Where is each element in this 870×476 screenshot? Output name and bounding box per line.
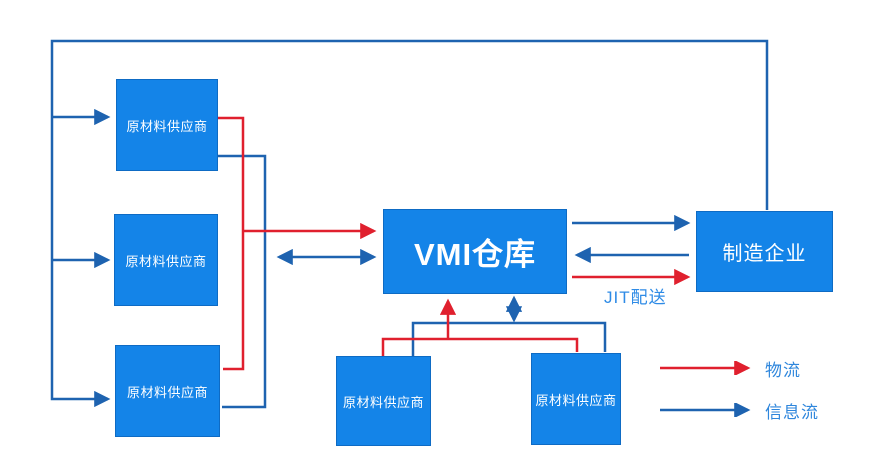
material-link-supplier1-supplier3 (218, 116, 245, 371)
legend-label: 物流 (765, 360, 801, 380)
info-link-bottom-suppliers (411, 321, 607, 356)
node-vmi-warehouse: VMI仓库 (383, 209, 567, 294)
node-label: 制造企业 (722, 243, 807, 265)
legend-item-material-flow: 物流 (658, 355, 819, 381)
legend-label: 信息流 (765, 402, 819, 422)
node-label: 原材料供应商 (342, 394, 424, 410)
legend-item-information-flow: 信息流 (658, 397, 819, 423)
node-raw-material-supplier-2: 原材料供应商 (114, 214, 218, 306)
legend: 物流 信息流 (658, 355, 819, 423)
node-label: 原材料供应商 (126, 118, 208, 134)
node-raw-material-supplier-bottom-2: 原材料供应商 (531, 353, 621, 445)
info-link-supplier1-supplier3 (218, 154, 267, 409)
jit-delivery-label: JIT配送 (604, 288, 667, 307)
node-raw-material-supplier-bottom-1: 原材料供应商 (336, 356, 431, 446)
node-raw-material-supplier-1: 原材料供应商 (116, 79, 218, 171)
node-manufacturer: 制造企业 (696, 211, 833, 292)
node-label: 原材料供应商 (126, 384, 208, 400)
material-flow-arrow-icon (660, 361, 751, 375)
node-label: VMI仓库 (413, 237, 537, 272)
node-label: 原材料供应商 (535, 392, 617, 408)
node-label: 原材料供应商 (125, 253, 207, 269)
node-raw-material-supplier-3: 原材料供应商 (115, 345, 220, 437)
information-flow-arrow-icon (660, 403, 751, 417)
